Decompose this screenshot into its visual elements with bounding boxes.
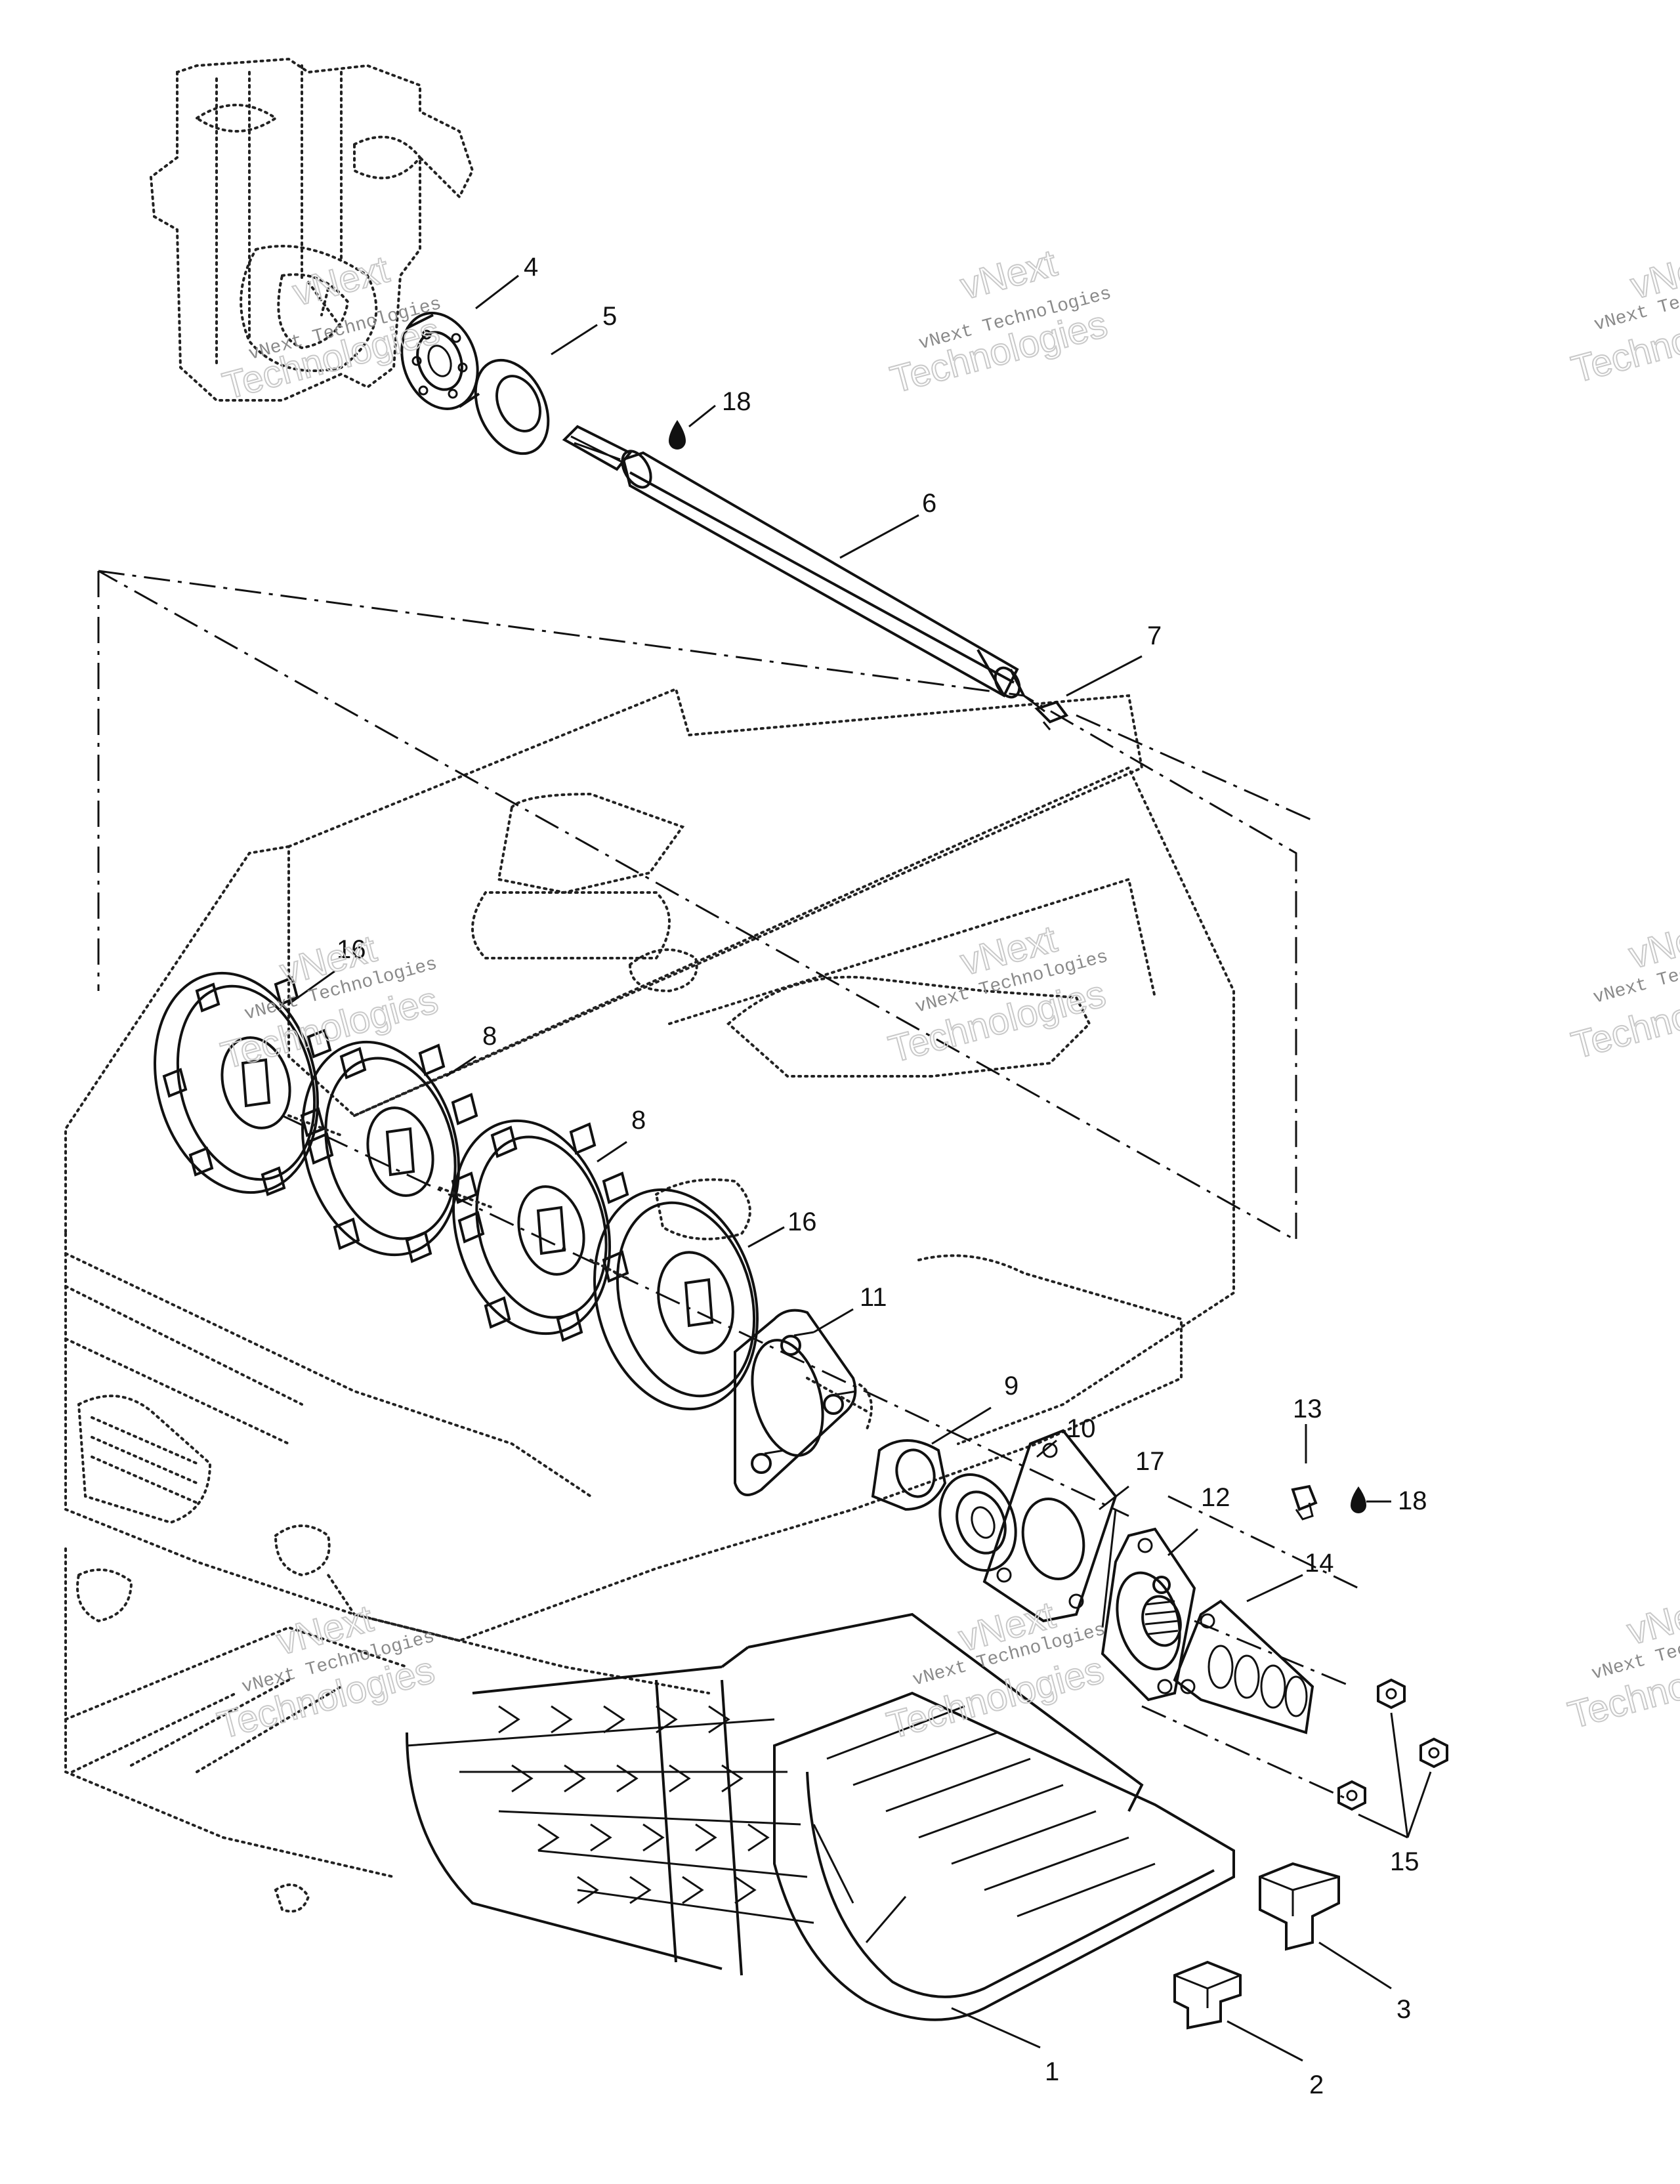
callout-10: 10 [1066, 1414, 1096, 1443]
callout-13: 13 [1293, 1395, 1322, 1423]
callout-labels: 4 5 18 6 7 16 8 8 16 11 9 10 17 12 13 18… [337, 253, 1427, 2099]
callout-8: 8 [482, 1022, 497, 1051]
watermark: vNext vNext Technologies Technologies [1563, 1586, 1680, 1738]
bearing-cap-part-12 [1101, 1527, 1196, 1702]
gasket-part-17 [1101, 1509, 1117, 1628]
callout-18: 18 [1398, 1486, 1427, 1515]
leader-lines [288, 274, 1432, 2062]
oil-drop-icon [669, 420, 686, 450]
chassis-tunnel [64, 687, 1235, 1913]
watermark: vNext vNext Technologies Technologies [213, 1596, 440, 1748]
clip-part-3 [1259, 1862, 1340, 1951]
oil-drop-icon [1351, 1486, 1366, 1513]
callout-7: 7 [1147, 621, 1162, 650]
callout-12: 12 [1201, 1483, 1230, 1512]
callout-18: 18 [722, 387, 751, 416]
assembly-boundary [97, 570, 1297, 1242]
callout-15: 15 [1390, 1847, 1419, 1876]
drive-shaft-part-6 [562, 425, 1025, 699]
callout-6: 6 [922, 489, 936, 518]
sprocket-part-16-left [154, 971, 332, 1196]
callout-5: 5 [602, 302, 617, 331]
wheel-part-16-right [589, 1188, 759, 1411]
svg-text:vNext: vNext [956, 242, 1061, 308]
key-part-7 [1034, 700, 1069, 730]
nuts-part-15 [1337, 1678, 1448, 1811]
watermark: vNext vNext Technologies Technologies [218, 247, 445, 409]
callout-14: 14 [1305, 1549, 1334, 1578]
bearing-housing-part-11 [734, 1309, 873, 1496]
track-part-1 [406, 1612, 1235, 2021]
bearing-outer [938, 1473, 1017, 1572]
callout-8: 8 [631, 1106, 646, 1135]
sprocket-part-8-second [438, 1119, 629, 1342]
grease-fitting-part-13 [1291, 1484, 1318, 1521]
watermark: vNext vNext Technologies Technologies [1566, 910, 1680, 1068]
bearing-part-4 [400, 312, 480, 410]
callout-16: 16 [788, 1208, 817, 1236]
callout-3: 3 [1396, 1995, 1411, 2024]
washer-part-5 [474, 358, 550, 455]
callout-4: 4 [524, 253, 538, 282]
flange-plate-part-10 [982, 1429, 1118, 1623]
bracket-plate-part-14 [1173, 1599, 1314, 1734]
callout-1: 1 [1045, 2057, 1059, 2086]
gearbox-housing [149, 57, 474, 402]
shaft-centerline [282, 714, 1359, 1799]
watermark: vNext vNext Technologies Technologies [882, 1593, 1109, 1748]
callout-2: 2 [1309, 2070, 1324, 2099]
watermark: vNext vNext Technologies Technologies [1566, 240, 1680, 392]
callout-11: 11 [860, 1283, 887, 1312]
spacer-part-9 [871, 1439, 947, 1511]
sprocket-part-8-first [287, 1040, 478, 1263]
clip-part-2 [1173, 1960, 1242, 2030]
callout-9: 9 [1004, 1372, 1018, 1400]
callout-16: 16 [337, 935, 366, 964]
watermark: vNext vNext Technologies Technologies [884, 917, 1111, 1072]
callout-17: 17 [1135, 1447, 1165, 1476]
watermark: vNext vNext Technologies Technologies [885, 241, 1114, 402]
